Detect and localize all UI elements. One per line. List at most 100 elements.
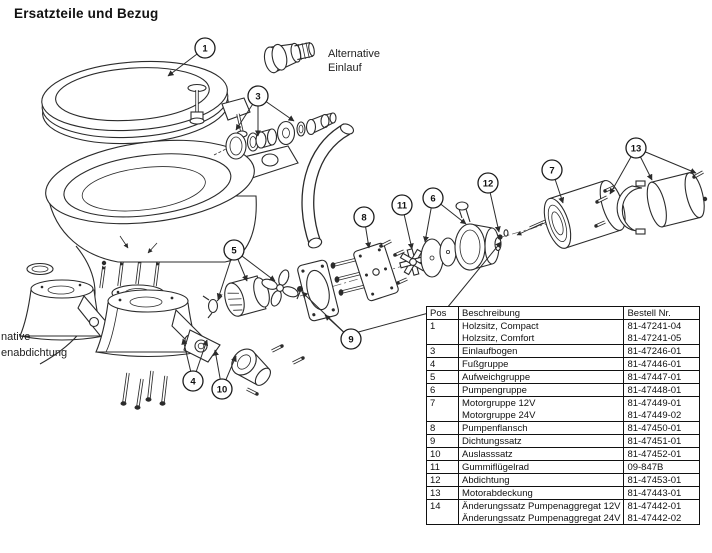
callout-10: 10 bbox=[211, 378, 233, 400]
cell-desc: Fußgruppe bbox=[457, 357, 624, 371]
cell-pos: 13 bbox=[426, 486, 459, 500]
cell-desc: Änderungssatz Pumpenaggregat 12V bbox=[457, 499, 624, 512]
column-header: Bestell Nr. bbox=[623, 306, 700, 320]
cell-pos: 10 bbox=[426, 447, 459, 461]
motor-cover bbox=[594, 170, 708, 235]
cell-desc: Motorgruppe 24V bbox=[457, 409, 624, 422]
cell-nr: 81-47246-01 bbox=[623, 344, 700, 358]
cell-desc: Pumpenflansch bbox=[457, 421, 624, 435]
cell-pos: 6 bbox=[426, 383, 459, 397]
cell-pos bbox=[427, 409, 459, 422]
svg-text:13: 13 bbox=[631, 143, 642, 154]
callout-4: 4 bbox=[182, 370, 204, 392]
toilet-seat bbox=[41, 60, 251, 145]
cell-pos: 3 bbox=[426, 344, 459, 358]
svg-text:6: 6 bbox=[430, 193, 435, 204]
svg-text:7: 7 bbox=[549, 165, 554, 176]
cell-nr: 81-47452-01 bbox=[623, 447, 700, 461]
svg-text:1: 1 bbox=[202, 43, 208, 54]
page-title: Ersatzteile und Bezug bbox=[14, 6, 159, 21]
cell-nr: 81-47442-02 bbox=[623, 512, 700, 525]
callout-6: 6 bbox=[422, 187, 444, 209]
alternative-ring-gasket bbox=[26, 262, 54, 276]
cell-desc: Abdichtung bbox=[457, 473, 624, 487]
inlet-hose bbox=[301, 123, 355, 249]
alternative-inlet-label-line1: Alternative bbox=[328, 48, 380, 60]
small-coupler bbox=[202, 295, 223, 319]
callout-7: 7 bbox=[541, 159, 563, 181]
cell-pos: 8 bbox=[426, 421, 459, 435]
cell-pos: 9 bbox=[426, 434, 459, 448]
callout-3: 3 bbox=[247, 85, 269, 107]
inlet-fittings bbox=[225, 112, 337, 160]
svg-text:10: 10 bbox=[217, 384, 228, 395]
small-screws bbox=[379, 239, 408, 285]
svg-text:5: 5 bbox=[231, 245, 237, 256]
callout-13: 13 bbox=[625, 137, 647, 159]
callout-5: 5 bbox=[223, 239, 245, 261]
cell-pos bbox=[427, 332, 459, 345]
svg-text:12: 12 bbox=[483, 178, 494, 189]
cell-nr: 81-47449-01 bbox=[623, 396, 700, 409]
cell-nr: 81-47450-01 bbox=[623, 421, 700, 435]
cell-pos: 5 bbox=[426, 370, 459, 384]
callout-9: 9 bbox=[340, 328, 362, 350]
cell-desc: Auslasssatz bbox=[457, 447, 624, 461]
cell-desc: Motorabdeckung bbox=[457, 486, 624, 500]
cell-nr: 81-47449-02 bbox=[623, 409, 700, 422]
motor-shaft bbox=[516, 219, 547, 236]
column-header: Pos bbox=[430, 307, 447, 319]
cell-nr: 81-47448-01 bbox=[623, 383, 700, 397]
svg-text:3: 3 bbox=[255, 91, 260, 102]
seal-plug bbox=[296, 286, 303, 300]
cell-nr: 81-47443-01 bbox=[623, 486, 700, 500]
alternative-base-seal-label-line1: native bbox=[1, 331, 30, 343]
column-header: Beschreibung bbox=[457, 306, 624, 320]
callout-1: 1 bbox=[194, 37, 216, 59]
leader-line bbox=[635, 147, 697, 174]
mounting-bolts bbox=[120, 370, 168, 410]
cell-pos bbox=[427, 512, 459, 525]
cell-nr: 81-47446-01 bbox=[623, 357, 700, 371]
cell-pos: 12 bbox=[426, 473, 459, 487]
alternative-inlet-fitting bbox=[263, 42, 315, 74]
cell-nr: 81-47442-01 bbox=[623, 499, 700, 512]
cell-pos: 1 bbox=[426, 319, 459, 332]
cell-nr: 81-47451-01 bbox=[623, 434, 700, 448]
cell-pos: 14 bbox=[426, 499, 459, 512]
flange-screws bbox=[330, 257, 367, 296]
cell-desc: Gummiflügelrad bbox=[457, 460, 624, 474]
alternative-inlet-label-line2: Einlauf bbox=[328, 62, 363, 74]
cell-nr: 81-47453-01 bbox=[623, 473, 700, 487]
cell-desc: Aufweichgruppe bbox=[457, 370, 624, 384]
cell-desc: Pumpengruppe bbox=[457, 383, 624, 397]
cell-desc: Motorgruppe 12V bbox=[457, 396, 624, 409]
cell-nr: 81-47447-01 bbox=[623, 370, 700, 384]
cell-nr: 81-47241-04 bbox=[623, 319, 700, 332]
svg-text:11: 11 bbox=[397, 200, 408, 211]
cell-desc: Holzsitz, Compact bbox=[457, 319, 624, 332]
cell-desc: Holzsitz, Comfort bbox=[457, 332, 624, 345]
alternative-base-housing bbox=[19, 279, 109, 341]
svg-text:4: 4 bbox=[190, 376, 196, 387]
cell-nr: 09-847B bbox=[623, 460, 700, 474]
